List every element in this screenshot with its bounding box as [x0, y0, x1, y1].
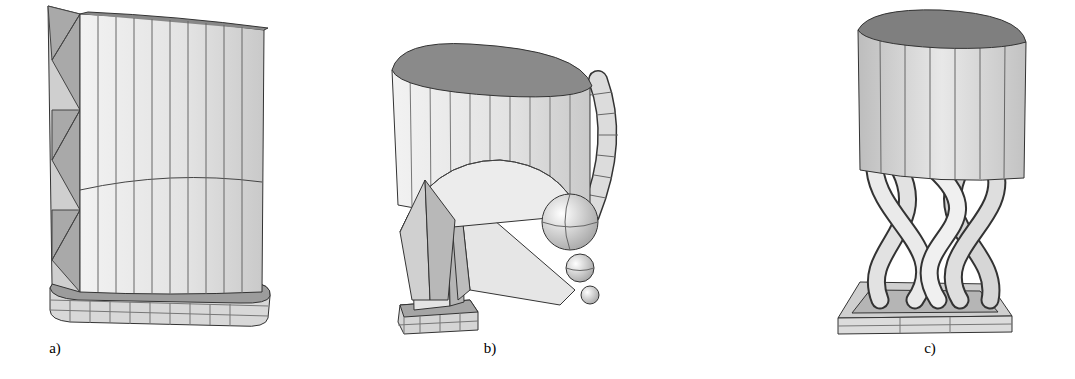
figure-label: c) — [924, 340, 936, 357]
model-a — [48, 6, 270, 326]
model-b — [392, 44, 618, 334]
figure-label: a) — [49, 340, 61, 357]
model-c — [838, 10, 1026, 334]
figure-label: b) — [484, 340, 497, 357]
